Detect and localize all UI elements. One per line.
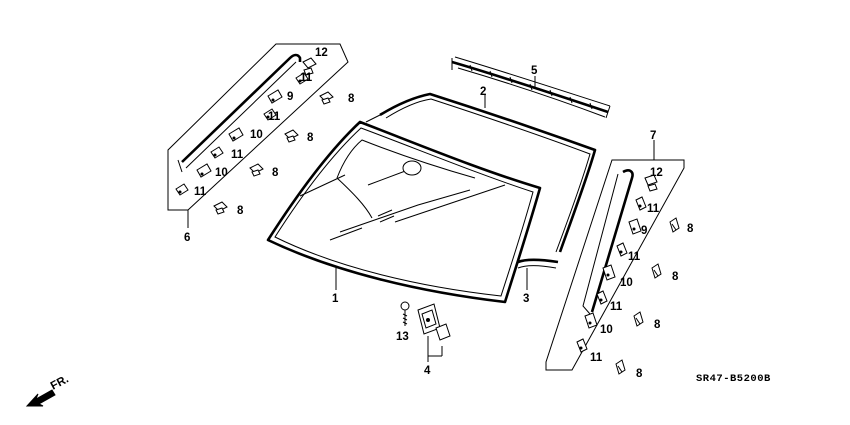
label-right-10a: 10 (620, 277, 633, 289)
left-outer-clips (213, 91, 334, 215)
screw-13 (400, 301, 410, 326)
right-clip-8b (651, 263, 662, 279)
right-clip-8a (669, 217, 680, 233)
label-left-8a: 8 (348, 93, 355, 105)
leader-lines (335, 76, 655, 290)
right-clip-11a (635, 196, 647, 211)
mirror-base-set (417, 303, 451, 362)
left-clip-8c (249, 163, 264, 177)
label-right-11c: 11 (610, 301, 623, 313)
windshield-seal (365, 92, 597, 253)
label-right-11d: 11 (590, 352, 603, 364)
left-clip-11a (295, 72, 309, 85)
label-left-9: 9 (287, 91, 293, 103)
label-5: 5 (531, 65, 538, 77)
label-left-11a: 11 (300, 72, 313, 84)
right-clip-8d (615, 359, 626, 375)
right-clip-11c (596, 290, 608, 305)
front-label: FR. (49, 373, 71, 392)
left-clip-10a (228, 127, 244, 142)
right-outer-clips (615, 217, 680, 375)
right-clip-8c (633, 311, 644, 327)
right-clip-10a (602, 264, 616, 281)
left-clip-10b (196, 163, 212, 178)
label-left-8b: 8 (307, 132, 314, 144)
label-right-12: 12 (650, 167, 663, 179)
label-13: 13 (396, 331, 409, 343)
label-4: 4 (424, 365, 431, 377)
label-left-11d: 11 (194, 186, 207, 198)
label-right-8a: 8 (687, 223, 694, 235)
right-clip-11b (616, 242, 628, 257)
label-right-9: 9 (641, 225, 647, 237)
diagram-code: SR47-B5200B (696, 373, 771, 385)
left-clip-9 (267, 89, 283, 104)
label-left-10b: 10 (215, 167, 228, 179)
label-right-11a: 11 (647, 203, 660, 215)
left-molding-assembly (167, 43, 349, 228)
front-arrow: FR. (25, 373, 71, 407)
part-labels: 1 2 3 4 5 6 7 13 12 11 9 11 10 11 10 11 … (184, 47, 694, 380)
left-clip-12 (302, 57, 317, 76)
left-clip-11c (210, 146, 224, 159)
left-clip-11d (175, 183, 189, 196)
left-clip-8a (319, 91, 334, 105)
label-left-8d: 8 (237, 205, 244, 217)
left-clip-8b (284, 129, 299, 143)
label-left-11c: 11 (231, 149, 244, 161)
label-left-10a: 10 (250, 129, 263, 141)
label-left-11b: 11 (268, 111, 281, 123)
label-left-12: 12 (315, 47, 328, 59)
windshield-glass (266, 120, 542, 304)
upper-molding (451, 56, 611, 119)
right-clip-11d (576, 338, 588, 353)
right-molding-assembly (545, 145, 685, 371)
label-7: 7 (650, 130, 656, 142)
label-right-8b: 8 (672, 271, 679, 283)
label-right-8d: 8 (636, 368, 643, 380)
label-right-8c: 8 (654, 319, 661, 331)
label-2: 2 (480, 86, 486, 98)
label-right-11b: 11 (628, 251, 641, 263)
left-clip-8d (213, 201, 228, 215)
right-clip-10b (584, 312, 598, 329)
left-clip-11b (263, 108, 277, 121)
label-3: 3 (523, 293, 529, 305)
label-6: 6 (184, 232, 190, 244)
right-clip-12 (644, 174, 658, 192)
lower-seal-strip (517, 258, 559, 269)
label-1: 1 (332, 293, 339, 305)
label-right-10b: 10 (600, 324, 613, 336)
label-left-8c: 8 (272, 167, 279, 179)
right-clip-9 (628, 218, 642, 235)
